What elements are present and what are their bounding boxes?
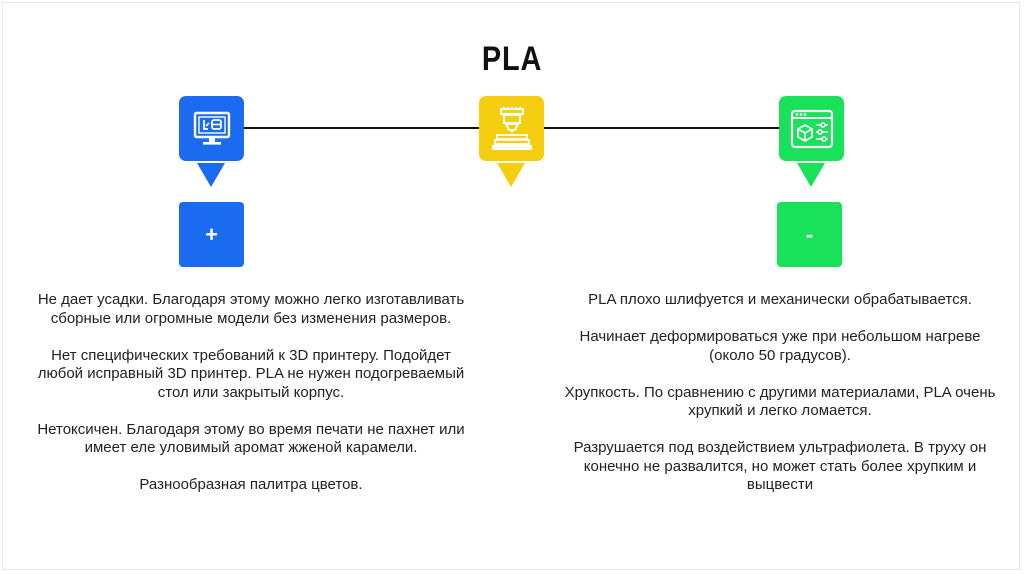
pros-text: Не дает усадки. Благодаря этому можно ле… [30, 291, 472, 513]
timeline-line-right [544, 127, 780, 129]
pros-sign-box: + [179, 202, 244, 267]
yellow-pointer [497, 163, 525, 187]
monitor-icon [193, 111, 230, 145]
blue-pointer [197, 163, 225, 187]
green-pointer [797, 163, 825, 187]
cons-paragraph: Разрушается под воздействием ультрафиоле… [573, 439, 987, 493]
3d-printer-nozzle-icon [491, 106, 532, 150]
cons-sign-box: - [777, 202, 842, 267]
cons-paragraph: PLA плохо шлифуется и механически обраба… [588, 291, 972, 308]
timeline-line-left [244, 127, 480, 129]
pros-paragraph: Нетоксичен. Благодаря этому во время печ… [37, 420, 465, 457]
printer-icon-box [479, 96, 544, 161]
cons-paragraph: Начинает деформироваться уже при небольш… [579, 328, 981, 364]
pros-paragraph: Не дает усадки. Благодаря этому можно ле… [37, 291, 465, 327]
cons-paragraph: Хрупкость. По сравнению с другими матери… [564, 383, 996, 420]
monitor-icon-box [179, 96, 244, 161]
pros-paragraph: Нет специфических требований к 3D принте… [37, 346, 465, 401]
pros-paragraph: Разнообразная палитра цветов. [139, 476, 363, 493]
slide-title: PLA [481, 40, 543, 78]
browser-icon-box [779, 96, 844, 161]
browser-cube-settings-icon [790, 109, 833, 148]
cons-text: PLA плохо шлифуется и механически обраба… [560, 291, 1000, 513]
